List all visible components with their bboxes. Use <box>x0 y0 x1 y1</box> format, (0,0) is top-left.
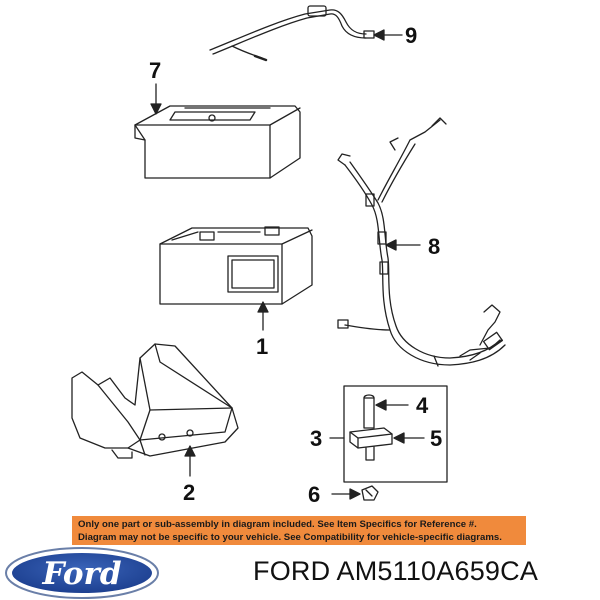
callout-1: 1 <box>256 334 269 359</box>
part-1-battery <box>159 226 313 305</box>
leader-9 <box>373 29 403 41</box>
leader-5 <box>393 432 425 444</box>
ford-oval-logo-icon: Ford <box>5 547 159 599</box>
callout-8: 8 <box>428 234 441 259</box>
part-7-battery-cover <box>134 105 301 179</box>
part-8-wiring-harness <box>337 117 506 367</box>
callout-3: 3 <box>310 426 323 451</box>
leader-2 <box>184 445 196 477</box>
callout-4: 4 <box>416 393 429 418</box>
callout-9: 9 <box>405 23 418 48</box>
callout-6: 6 <box>308 482 321 507</box>
diagram-notice-banner: Only one part or sub-assembly in diagram… <box>72 516 526 545</box>
part-6-clip <box>361 485 379 501</box>
part-9-cable <box>209 5 375 62</box>
part-2-battery-tray <box>71 343 239 459</box>
leader-7 <box>150 83 162 115</box>
part-3-hold-down-assembly <box>343 385 448 483</box>
caption-brand: FORD <box>253 556 331 586</box>
part-caption: FORD AM5110A659CA <box>253 556 538 587</box>
caption-part-number: AM5110A659CA <box>336 556 539 586</box>
notice-line-2: Diagram may not be specific to your vehi… <box>78 532 502 543</box>
leader-6 <box>331 488 361 500</box>
callout-2: 2 <box>183 480 196 505</box>
leader-8 <box>385 239 421 251</box>
callout-7: 7 <box>149 58 162 83</box>
leader-4 <box>375 399 409 411</box>
leader-1 <box>257 301 269 331</box>
notice-line-1: Only one part or sub-assembly in diagram… <box>78 519 477 530</box>
callout-5: 5 <box>430 426 443 451</box>
ford-logo-text: Ford <box>42 556 122 592</box>
